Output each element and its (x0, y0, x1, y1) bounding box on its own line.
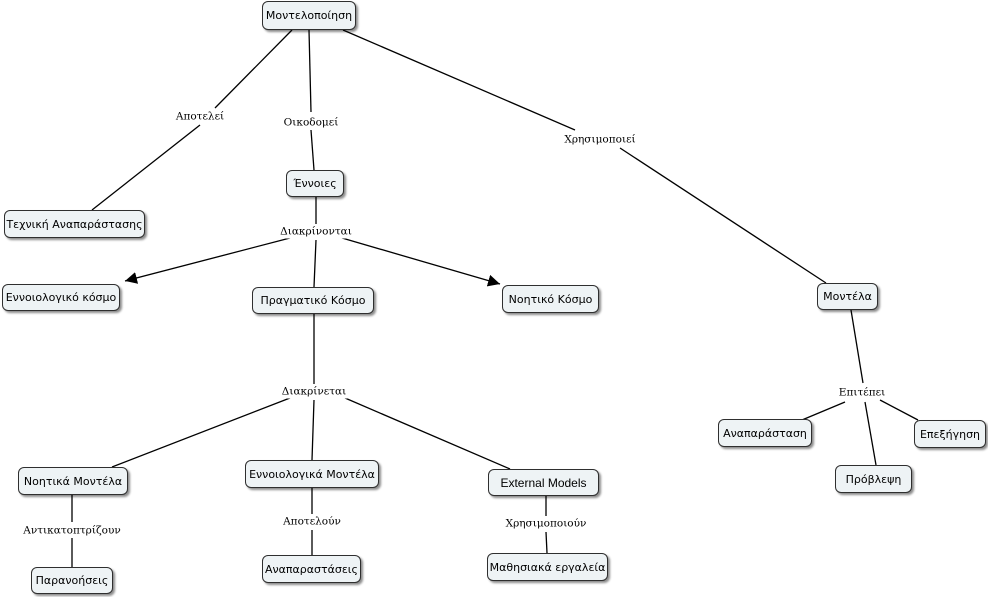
link-uses: Χρησιμοποιεί (562, 133, 638, 147)
concept-representations[interactable]: Αναπαραστάσεις (262, 555, 361, 583)
concept-models[interactable]: Μοντέλα (817, 283, 878, 310)
line-builds-concepts (310, 129, 315, 171)
link-use: Χρησιμοποιούν (503, 517, 589, 531)
line-distinguished-real (313, 239, 317, 288)
line-uses-models (619, 147, 827, 284)
line-distinguished-conceptual (124, 237, 291, 284)
link-allows: Επιτέπει (836, 386, 888, 400)
link-are-distinguished: Διακρίνονται (278, 225, 354, 239)
concept-mental-models[interactable]: Νοητικά Μοντέλα (18, 467, 128, 495)
line-use-math (545, 531, 548, 554)
concept-conceptual-world[interactable]: Εννοιολογικό κόσμο (2, 284, 120, 311)
concept-technique[interactable]: Τεχνική Αναπαράστασης (4, 210, 145, 238)
link-reflect: Αντικατοπτρίζουν (21, 524, 123, 538)
concept-prediction[interactable]: Πρόβλεψη (835, 465, 912, 493)
line-allows-prediction (864, 401, 877, 466)
line-allows-explanation (879, 399, 919, 421)
concept-concepts[interactable]: Έννοιες (286, 170, 344, 197)
line-root-builds (308, 29, 312, 113)
line-distinguished-mental (341, 237, 501, 287)
line-root-constitutes (214, 29, 293, 109)
line-dist-mental-models (111, 397, 291, 468)
line-root-uses (342, 29, 576, 131)
line-dist-external-models (344, 397, 511, 470)
link-is-distinguished: Διακρίνεται (279, 385, 349, 399)
line-constitutes-technique (91, 124, 201, 211)
concept-root[interactable]: Μοντελοποίηση (262, 1, 356, 30)
link-builds: Οικοδομεί (281, 116, 341, 130)
concept-representation[interactable]: Αναπαράσταση (718, 419, 812, 447)
concept-real-world[interactable]: Πραγματικό Κόσμο (252, 287, 374, 314)
concept-mental-world[interactable]: Νοητικό Κόσμο (502, 285, 599, 313)
line-dist-conceptual-models (311, 399, 315, 461)
concept-misconceptions[interactable]: Παρανοήσεις (31, 567, 113, 594)
concept-explanation[interactable]: Επεξήγηση (914, 420, 986, 448)
link-constitutes: Αποτελεί (173, 110, 227, 124)
concept-math-tools[interactable]: Μαθησιακά εργαλεία (487, 553, 608, 581)
concept-conceptual-models[interactable]: Εννοιολογικά Μοντέλα (245, 460, 379, 488)
concept-external-models[interactable]: External Models (488, 469, 599, 496)
link-constitute: Αποτελούν (281, 515, 343, 529)
line-models-allows (850, 309, 864, 384)
